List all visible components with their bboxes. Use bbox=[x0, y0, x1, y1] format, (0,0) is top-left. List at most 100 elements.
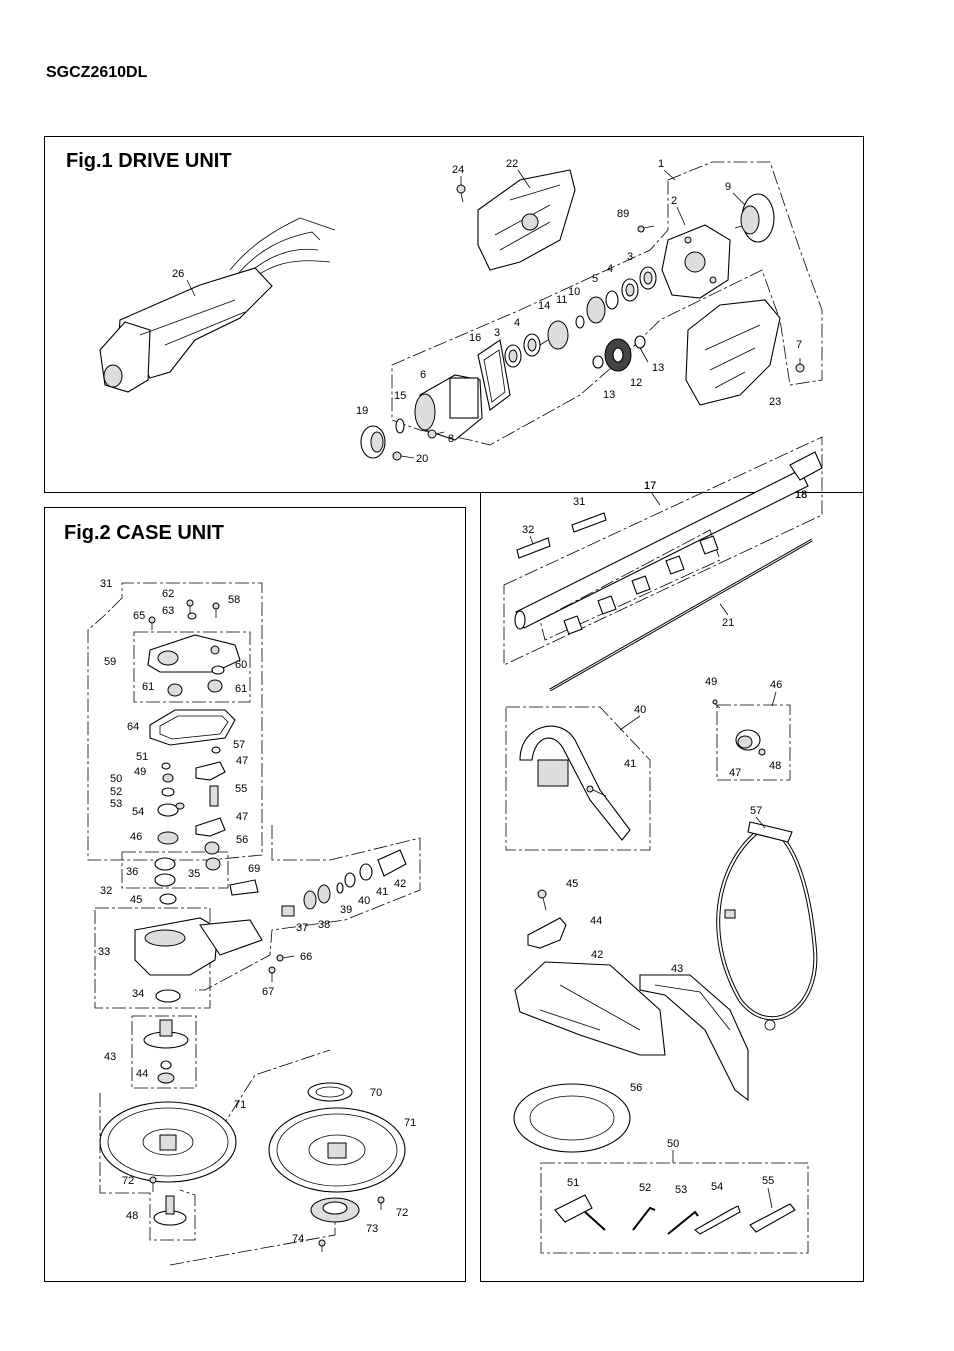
callout: 40 bbox=[358, 895, 370, 907]
part-case-33 bbox=[134, 917, 263, 1003]
callout: 67 bbox=[262, 986, 274, 998]
part-gear-12 bbox=[592, 335, 646, 372]
callout: 65 bbox=[133, 610, 145, 622]
part-cover-23 bbox=[685, 299, 781, 406]
callout: 47 bbox=[236, 811, 248, 823]
callout: 70 bbox=[370, 1087, 382, 1099]
callout: 43 bbox=[104, 1051, 116, 1063]
callout: 43 bbox=[671, 963, 683, 975]
callout: 14 bbox=[538, 300, 550, 312]
part-seals bbox=[360, 418, 445, 461]
callout: 46 bbox=[130, 831, 142, 843]
blade-link bbox=[194, 1049, 331, 1171]
callout: 16 bbox=[469, 332, 481, 344]
callout: 31 bbox=[573, 496, 585, 508]
part-69 bbox=[229, 879, 259, 896]
part-blade-right bbox=[268, 1107, 406, 1193]
handle-outline bbox=[505, 706, 651, 851]
callout: 12 bbox=[630, 377, 642, 389]
part-housing-6 bbox=[414, 374, 483, 441]
part-blade-left bbox=[99, 1101, 237, 1183]
accessory-leaders bbox=[529, 491, 777, 1209]
callout: 69 bbox=[248, 863, 260, 875]
callout: 23 bbox=[769, 396, 781, 408]
callout: 31 bbox=[100, 578, 112, 590]
callout: 66 bbox=[300, 951, 312, 963]
part-shaft-tube bbox=[514, 451, 823, 630]
accessory-callouts: 31 17 32 18 21 49 46 40 41 47 48 57 45 4… bbox=[522, 480, 807, 1196]
callout: 46 bbox=[770, 679, 782, 691]
bearing-61b bbox=[207, 679, 223, 693]
callout: 55 bbox=[762, 1175, 774, 1187]
callout: 71 bbox=[404, 1117, 416, 1129]
part-clamp bbox=[712, 699, 766, 756]
part-guard-extension bbox=[639, 974, 749, 1102]
callout: 19 bbox=[356, 405, 368, 417]
callout: 48 bbox=[769, 760, 781, 772]
callout: 38 bbox=[318, 919, 330, 931]
part-bearings-upper bbox=[504, 266, 657, 368]
callout: 44 bbox=[136, 1068, 148, 1080]
callout: 45 bbox=[566, 878, 578, 890]
box-32 bbox=[94, 907, 211, 1009]
callout: 41 bbox=[624, 758, 636, 770]
callout: 62 bbox=[162, 588, 174, 600]
callout: 18 bbox=[795, 489, 807, 501]
box-36 bbox=[121, 851, 229, 889]
callout: 48 bbox=[126, 1210, 138, 1222]
callout: 47 bbox=[236, 755, 248, 767]
callout: 32 bbox=[522, 524, 534, 536]
part-guard bbox=[514, 961, 666, 1056]
part-drive-shaft bbox=[549, 538, 813, 692]
callout: 63 bbox=[162, 605, 174, 617]
callout: 21 bbox=[722, 617, 734, 629]
callout: 59 bbox=[104, 656, 116, 668]
callout: 32 bbox=[100, 885, 112, 897]
model-number: SGCZ2610DL bbox=[46, 64, 148, 81]
callout: 7 bbox=[796, 339, 802, 351]
washer-60 bbox=[211, 665, 225, 675]
callout: 9 bbox=[725, 181, 731, 193]
callout: 56 bbox=[630, 1082, 642, 1094]
part-case-cover bbox=[147, 634, 241, 673]
callout: 24 bbox=[452, 164, 464, 176]
callout: 74 bbox=[292, 1233, 304, 1245]
callout: 73 bbox=[366, 1223, 378, 1235]
blade-outline bbox=[99, 1093, 196, 1241]
tube-label-31 bbox=[571, 512, 607, 533]
fig1-callouts: 24 22 1 9 89 2 3 26 4 5 10 11 14 3 4 16 … bbox=[172, 158, 807, 501]
part-gasket-64 bbox=[149, 709, 236, 746]
callout: 20 bbox=[416, 453, 428, 465]
callout: 49 bbox=[705, 676, 717, 688]
part-gear-case bbox=[661, 224, 731, 299]
callout: 1 bbox=[658, 158, 664, 170]
part-screw-7 bbox=[795, 358, 805, 373]
part-clutch-drum bbox=[734, 193, 775, 243]
callout: 3 bbox=[627, 251, 633, 263]
callout: 15 bbox=[394, 390, 406, 402]
part-screw-24 bbox=[456, 184, 466, 203]
part-handle bbox=[99, 217, 336, 393]
callout: 42 bbox=[591, 949, 603, 961]
callout: 10 bbox=[568, 286, 580, 298]
callout: 57 bbox=[750, 805, 762, 817]
part-front-handle bbox=[519, 725, 631, 841]
part-lower-hardware bbox=[149, 1176, 385, 1252]
callout: 11 bbox=[556, 294, 567, 306]
callout: 45 bbox=[130, 894, 142, 906]
callout: 53 bbox=[110, 798, 122, 810]
fig1-drawing bbox=[99, 161, 823, 461]
gear-detail-outline bbox=[195, 825, 421, 991]
part-boss-43 bbox=[143, 1019, 189, 1084]
part-shaft-parts bbox=[281, 849, 407, 917]
callout: 64 bbox=[127, 721, 139, 733]
fig1-title: Fig.1 DRIVE UNIT bbox=[66, 150, 232, 172]
washer-70-inner bbox=[315, 1086, 345, 1098]
callout: 51 bbox=[567, 1177, 579, 1189]
callout: 54 bbox=[132, 806, 144, 818]
part-tools bbox=[554, 1194, 796, 1235]
callout: 60 bbox=[235, 659, 247, 671]
callout: 39 bbox=[340, 904, 352, 916]
fig2-drawing bbox=[87, 582, 421, 1266]
